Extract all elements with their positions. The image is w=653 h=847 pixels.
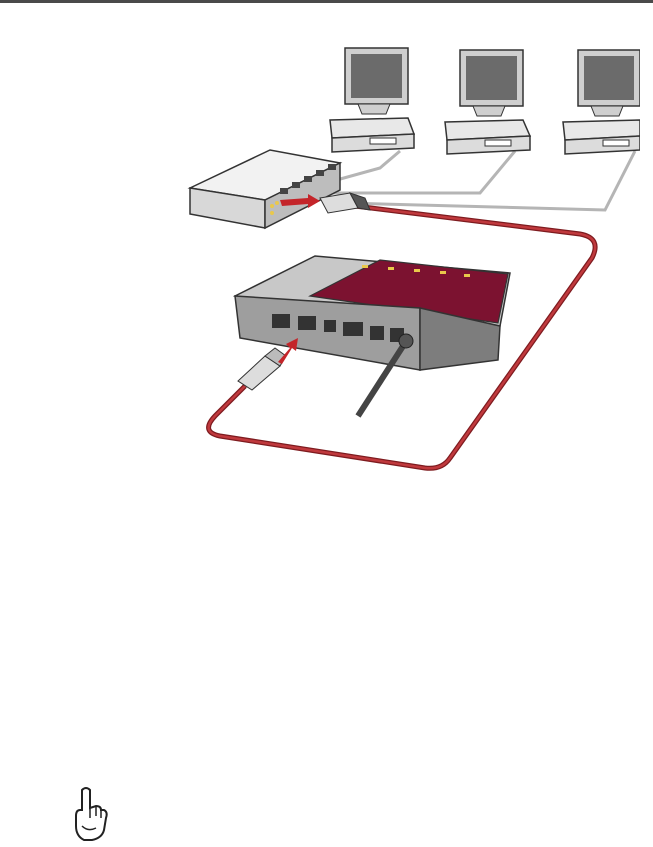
pointing-hand-icon [68,786,112,844]
computer-2 [445,50,530,154]
network-switch [190,150,340,228]
header-rule [0,0,653,3]
computer-1 [330,48,414,152]
router-plug [238,348,286,390]
computer-3 [563,50,640,154]
network-setup-illustration [180,38,640,478]
